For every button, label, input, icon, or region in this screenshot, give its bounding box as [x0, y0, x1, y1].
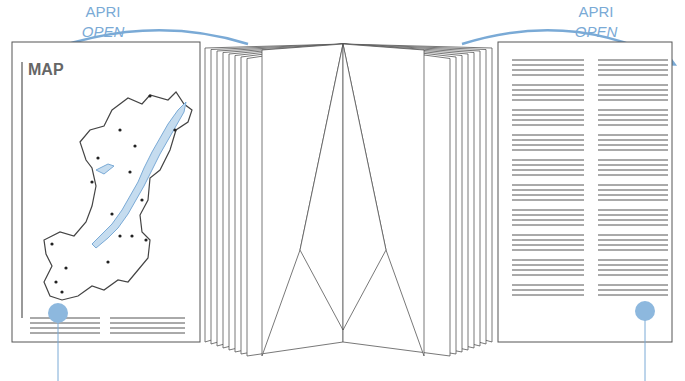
text-lines [512, 60, 668, 295]
right-page [498, 42, 672, 342]
lake [92, 102, 186, 248]
action-label: OPEN [575, 24, 618, 39]
action-label: APRI [578, 4, 613, 19]
lake [96, 164, 114, 174]
action-label: APRI [85, 4, 120, 19]
page-heading: MAP [28, 62, 64, 78]
town-dots [50, 94, 176, 293]
callout-dot [48, 303, 68, 323]
region-map [44, 92, 192, 300]
callout-dot [635, 301, 655, 321]
action-label: OPEN [82, 24, 125, 39]
left-page [12, 42, 200, 342]
leader-line [58, 313, 59, 381]
leader-line [645, 311, 646, 381]
book-pages [205, 44, 492, 356]
margin-line [21, 62, 22, 318]
